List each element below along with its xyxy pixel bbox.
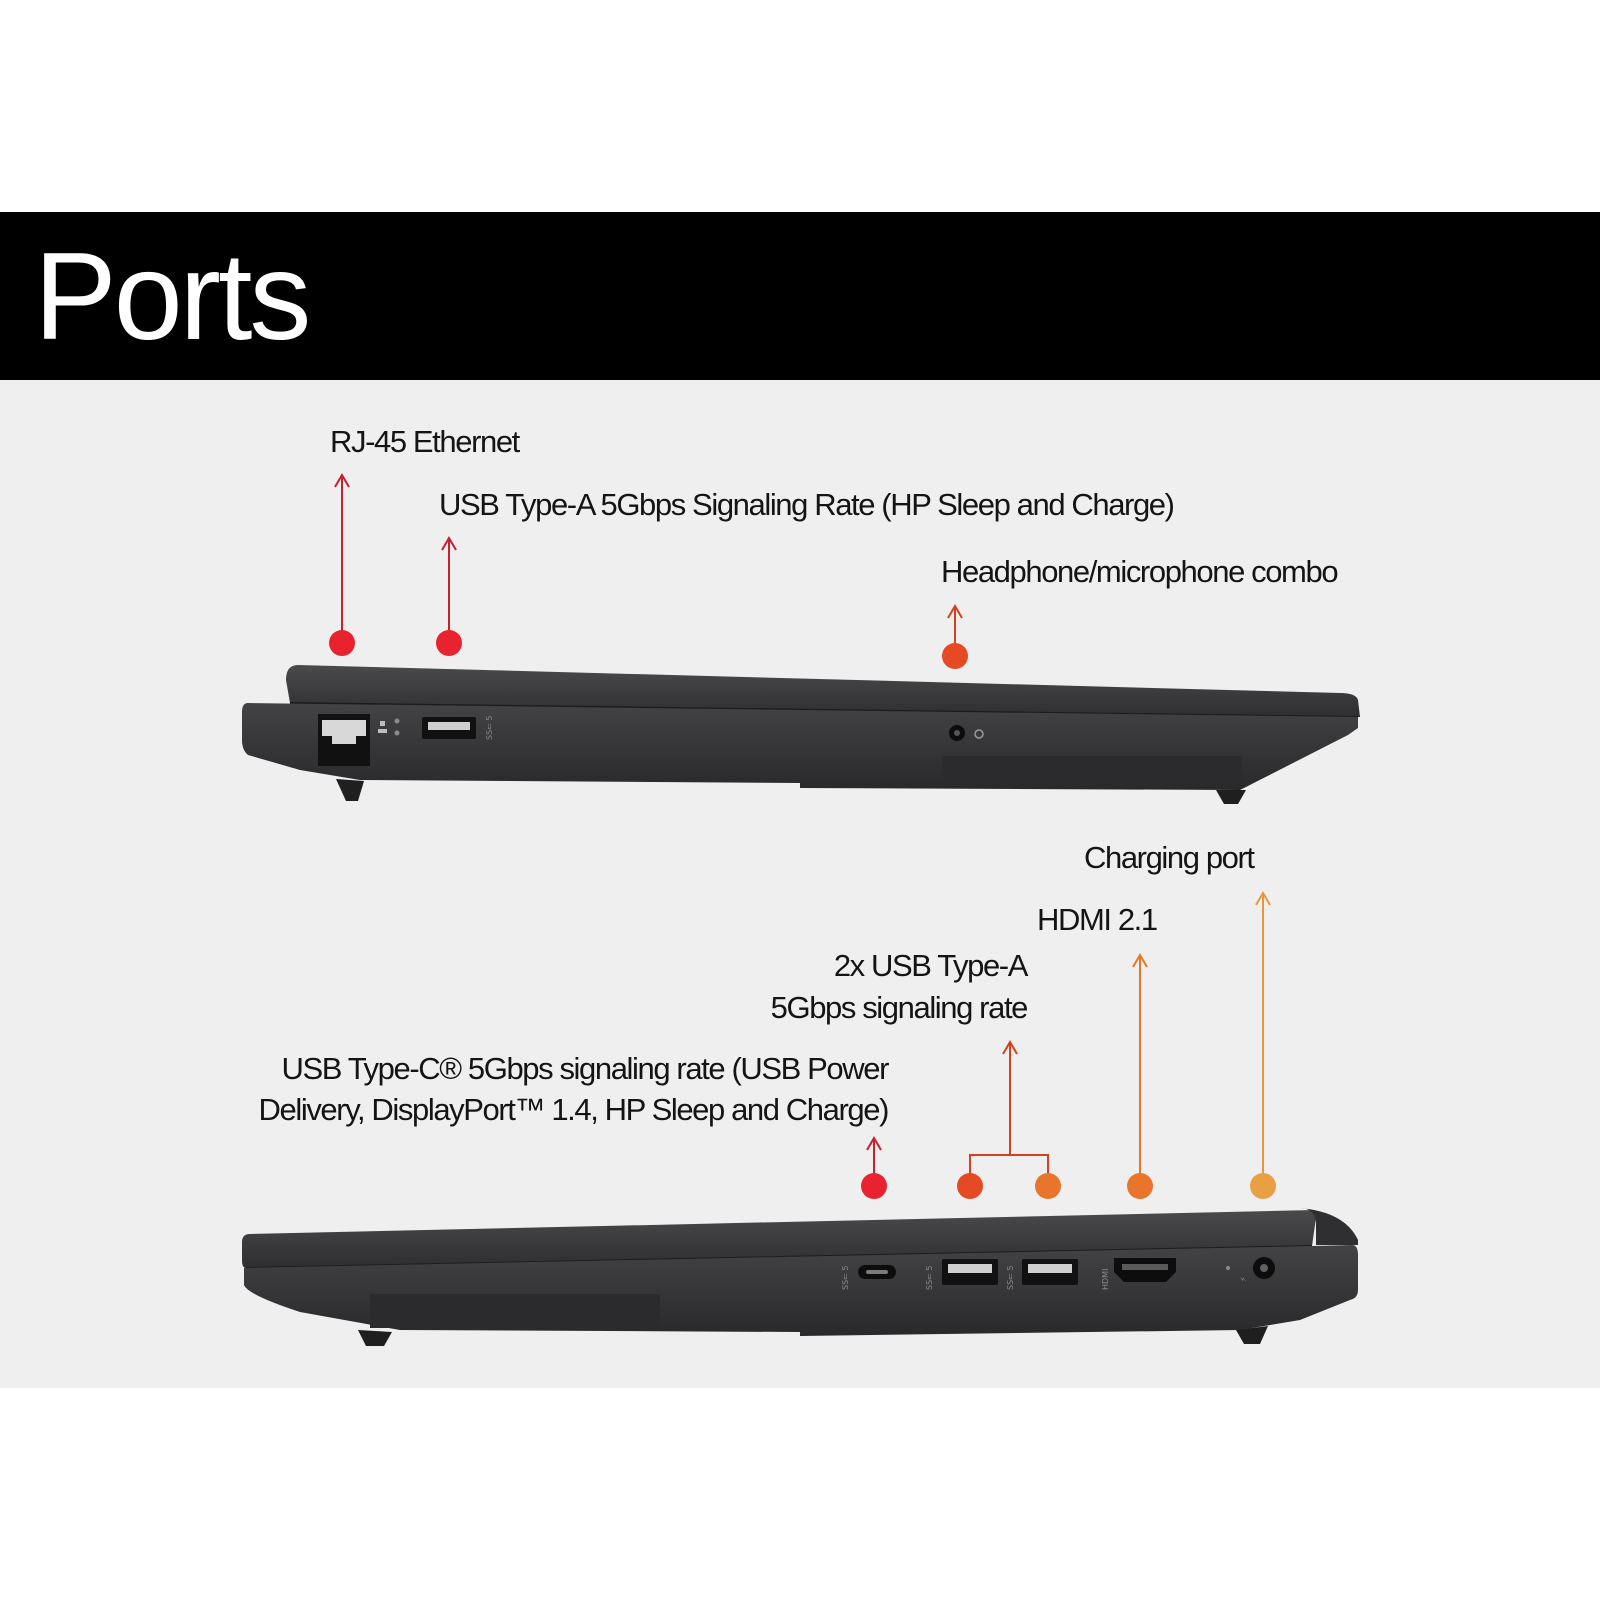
usb-a-left-marker-dot <box>436 630 462 656</box>
usb-a-port-right-2: SS⇐ 5 <box>1006 1259 1078 1290</box>
laptop-left-side-view: SS⇐ 5 <box>242 665 1360 804</box>
headphone-jack <box>949 725 984 741</box>
label-usb-type-c-line2: Delivery, DisplayPort™ 1.4, HP Sleep and… <box>258 1092 890 1127</box>
callout-usb-a-left <box>436 536 462 656</box>
headphone-marker-dot <box>942 643 968 669</box>
usb-a-right-2-marker-dot <box>1035 1173 1061 1199</box>
svg-text:⚡: ⚡ <box>1239 1276 1248 1282</box>
svg-text:SS⇐ 5: SS⇐ 5 <box>841 1266 850 1291</box>
charging-marker-dot <box>1250 1173 1276 1199</box>
rj45-marker-dot <box>329 630 355 656</box>
callout-usb-c <box>861 1136 887 1199</box>
usb-c-port: SS⇐ 5 <box>841 1265 896 1290</box>
label-charging-port: Charging port <box>1084 840 1255 875</box>
label-dual-usb-a-line2: 5Gbps signaling rate <box>770 990 1029 1025</box>
svg-text:HDMI: HDMI <box>1101 1269 1110 1290</box>
callout-charging <box>1250 891 1276 1199</box>
label-hdmi: HDMI 2.1 <box>1037 902 1158 937</box>
usb-a-right-1-marker-dot <box>957 1173 983 1199</box>
label-usb-type-a-sleep-charge: USB Type-A 5Gbps Signaling Rate (HP Slee… <box>439 487 1175 522</box>
usb-a-port-right-1: SS⇐ 5 <box>925 1259 998 1290</box>
callout-dual-usb-a <box>957 1040 1061 1199</box>
callout-headphone <box>942 604 968 669</box>
charging-jack: ⚡ <box>1226 1257 1275 1282</box>
label-rj45-ethernet: RJ-45 Ethernet <box>330 424 520 459</box>
header-bar <box>0 212 1600 380</box>
label-dual-usb-a-line1: 2x USB Type-A <box>833 948 1029 983</box>
usb-a-port-left: SS⇐ 5 <box>422 716 494 741</box>
ethernet-led-icon <box>378 718 400 736</box>
hdmi-marker-dot <box>1127 1173 1153 1199</box>
page-title: Ports <box>34 228 311 366</box>
label-usb-type-c-line1: USB Type-C® 5Gbps signaling rate (USB Po… <box>281 1051 890 1086</box>
svg-text:SS⇐ 5: SS⇐ 5 <box>1006 1266 1015 1291</box>
rj45-port <box>318 714 370 766</box>
callout-hdmi <box>1127 953 1153 1199</box>
usb-c-marker-dot <box>861 1173 887 1199</box>
svg-text:SS⇐ 5: SS⇐ 5 <box>925 1266 934 1291</box>
callout-rj45 <box>329 473 355 656</box>
hdmi-port: HDMI <box>1101 1258 1176 1290</box>
laptop-right-side-view: SS⇐ 5 SS⇐ 5 SS⇐ 5 HDMI ⚡ <box>242 1208 1358 1346</box>
svg-text:SS⇐ 5: SS⇐ 5 <box>485 716 494 741</box>
label-headphone-mic-combo: Headphone/microphone combo <box>941 554 1339 589</box>
